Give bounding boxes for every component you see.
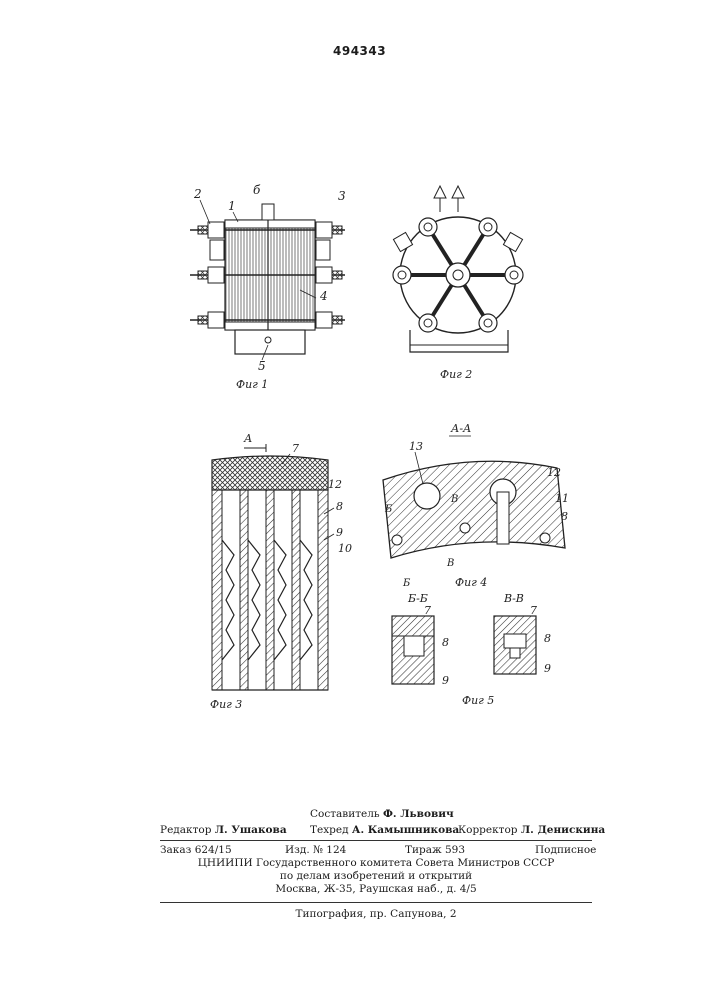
fig5-right-label-9: 9 xyxy=(544,662,551,675)
fig3-section-mark: А xyxy=(243,432,252,445)
fig4-label-b-top: Б xyxy=(384,504,393,515)
fig4-label-v-top: В xyxy=(450,494,458,505)
fig3-label-8: 8 xyxy=(336,500,343,513)
divider xyxy=(160,840,592,841)
fig5-left-label-9: 9 xyxy=(442,674,449,687)
figure-3-drawing: А 7 12 8 9 10 Фиг 3 xyxy=(200,430,370,710)
corrector-label: Корректор xyxy=(458,824,518,836)
figure-5-drawing: Б-Б 7 8 9 В-В 7 8 9 Фиг 5 xyxy=(380,590,580,710)
fig1-label-b: б xyxy=(253,183,261,197)
circulation: Тираж 593 xyxy=(405,844,465,857)
fig1-caption: Фиг 1 xyxy=(236,378,268,391)
org-line-1: ЦНИИПИ Государственного комитета Совета … xyxy=(160,857,592,870)
fig1-label-4: 4 xyxy=(319,289,328,303)
fig3-label-7: 7 xyxy=(292,442,299,455)
subscription-note: Подписное xyxy=(535,844,596,857)
fig4-label-b-bottom: Б xyxy=(402,578,411,589)
fig3-label-12: 12 xyxy=(328,478,342,491)
divider xyxy=(160,902,592,903)
fig4-label-12: 12 xyxy=(547,466,561,479)
editor-line: Редактор Л. Ушакова xyxy=(160,824,287,837)
fig5-right-label-7: 7 xyxy=(530,604,537,617)
fig5-right-label-8: 8 xyxy=(544,632,551,645)
fig5-left-label-7: 7 xyxy=(424,604,431,617)
fig1-label-3: 3 xyxy=(338,189,346,203)
fig5-section-vv: В-В xyxy=(503,592,524,605)
order-number: Заказ 624/15 xyxy=(160,844,232,857)
fig4-label-8: 8 xyxy=(561,510,568,523)
printer-line: Типография, пр. Сапунова, 2 xyxy=(160,908,592,921)
fig3-caption: Фиг 3 xyxy=(210,698,242,711)
fig4-label-11: 11 xyxy=(555,492,569,505)
fig4-section-title: А-А xyxy=(450,422,471,435)
composer-name: Ф. Львович xyxy=(383,808,454,820)
org-line-2: по делам изобретений и открытий xyxy=(160,870,592,883)
editor-name: Л. Ушакова xyxy=(215,824,287,836)
techred-line: Техред А. Камышникова xyxy=(310,824,459,837)
editor-label: Редактор xyxy=(160,824,211,836)
fig4-label-v-bottom: В xyxy=(446,558,454,569)
org-line-3: Москва, Ж-35, Раушская наб., д. 4/5 xyxy=(160,883,592,896)
figure-2-drawing: Фиг 2 xyxy=(380,180,540,380)
fig5-left-label-8: 8 xyxy=(442,636,449,649)
patent-number: 494343 xyxy=(333,44,383,58)
edition-number: Изд. № 124 xyxy=(285,844,346,857)
techred-name: А. Камышникова xyxy=(352,824,459,836)
fig3-label-9: 9 xyxy=(336,526,343,539)
techred-label: Техред xyxy=(310,824,349,836)
fig1-label-5: 5 xyxy=(258,359,266,373)
composer-line: Составитель Ф. Львович xyxy=(310,808,454,821)
figure-1-drawing: 2 1 б 3 4 5 Фиг 1 xyxy=(180,180,355,400)
fig3-label-10: 10 xyxy=(338,542,352,555)
fig1-label-1: 1 xyxy=(228,199,236,213)
fig4-caption: Фиг 4 xyxy=(455,576,487,589)
fig1-label-2: 2 xyxy=(193,187,202,201)
composer-label: Составитель xyxy=(310,808,380,820)
fig5-caption: Фиг 5 xyxy=(462,694,494,707)
corrector-line: Корректор Л. Денискина xyxy=(458,824,605,837)
fig4-label-13: 13 xyxy=(409,440,423,453)
corrector-name: Л. Денискина xyxy=(521,824,605,836)
figure-4-drawing: А-А 13 12 11 8 Б В В Б Фиг 4 xyxy=(375,420,575,590)
fig2-caption: Фиг 2 xyxy=(440,368,472,381)
